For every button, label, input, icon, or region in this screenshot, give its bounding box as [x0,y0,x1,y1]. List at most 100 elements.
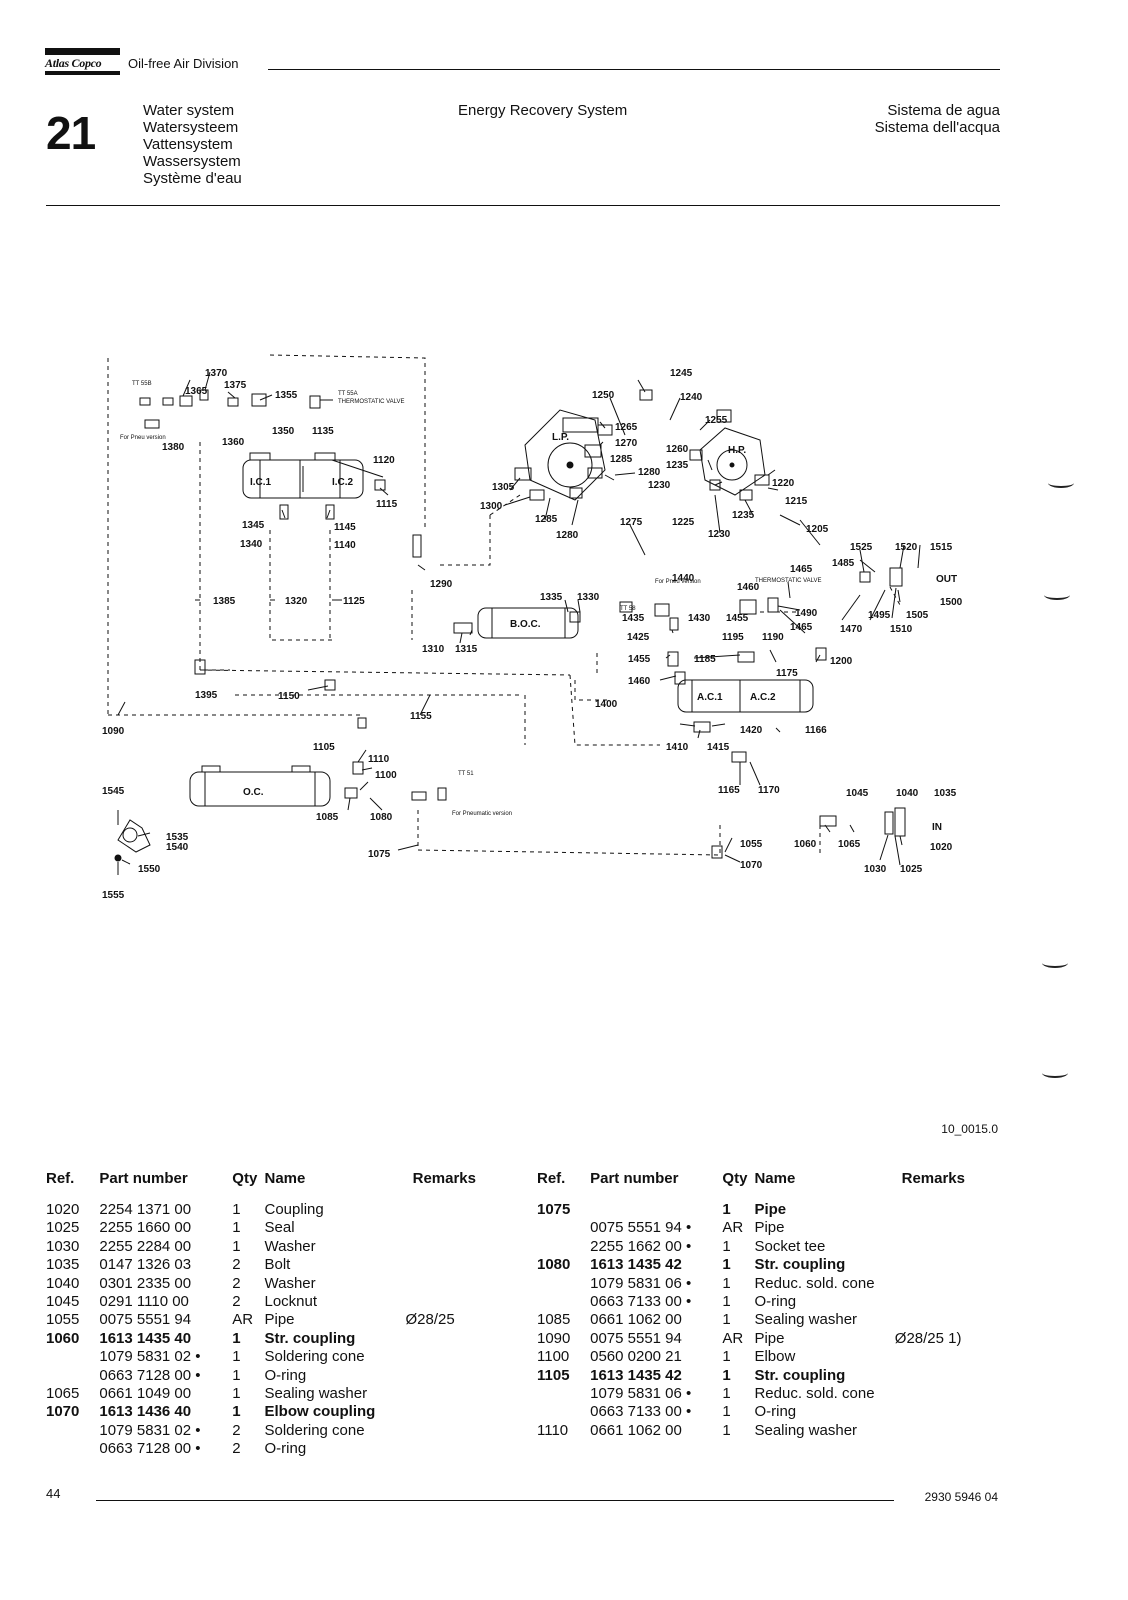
ref-label: 1380 [162,442,185,453]
cell-name: Sealing washer [754,1421,858,1439]
ref-label: 1060 [794,839,817,850]
cell-qty: 2 [232,1421,241,1439]
cell-qty: 1 [722,1348,731,1366]
ref-label: 1235 [732,510,755,521]
table-row: 2255 1662 001Socket tee [537,1238,977,1256]
cell-ref: 1110 [537,1421,569,1439]
ref-label: 1110 [368,754,390,765]
cell-name: Elbow [754,1348,796,1366]
cell-part: 0075 5551 94 [590,1219,722,1237]
ref-label: 1395 [195,690,218,701]
ref-label: 1155 [410,711,432,722]
cell-name: Washer [264,1274,316,1292]
ref-label: 1215 [785,496,808,507]
ref-label: 1040 [896,788,919,799]
page-title: Energy Recovery System [458,102,628,119]
ref-label: 1535 [166,832,189,843]
component-label: A.C.2 [750,692,776,703]
margin-mark [1042,1068,1068,1078]
cell-name: O-ring [754,1293,797,1311]
cell-qty: 1 [722,1403,731,1421]
ref-label: 1305 [492,482,515,493]
ref-label: 1310 [422,644,445,655]
cell-part: 0075 5551 94 [590,1329,682,1347]
component-label: A.C.1 [697,692,723,703]
diagram-note: THERMOSTATIC VALVE [755,578,822,584]
table-row: 1079 5831 061Reduc. sold. cone [537,1275,977,1293]
cell-ref: 1085 [537,1311,571,1329]
diagram-note: TT 55B [132,381,152,387]
ref-label: 1230 [708,529,731,540]
col-header-ref: Ref. [46,1170,75,1187]
ref-label: 1290 [430,579,453,590]
margin-mark [1044,590,1070,600]
logo-bar-bottom [45,71,120,75]
ref-label: 1460 [628,676,651,687]
cell-name: Pipe [754,1329,785,1347]
aftercooler-ac [677,679,814,713]
cell-qty: 1 [232,1366,241,1384]
ref-label: 1465 [790,622,813,633]
ref-label: 1100 [375,770,397,781]
section-title: Sistema dell'acqua [874,119,1000,136]
division-name: Oil-free Air Division [128,56,239,71]
cell-ref: 1025 [46,1219,80,1237]
cell-ref: 1090 [537,1329,571,1347]
cell-remarks [405,1385,476,1403]
cell-qty: 2 [232,1293,241,1311]
ref-label: 1075 [368,849,391,860]
cell-name: Sealing washer [754,1311,858,1329]
cell-ref: 1105 [537,1366,570,1384]
col-header-part-number: Part number [99,1170,188,1187]
component-label: IN [932,822,942,833]
ref-label: 1105 [313,742,335,753]
cell-qty: 1 [722,1293,731,1311]
leader-lines [117,371,921,875]
ref-label: 1125 [343,596,365,607]
cell-remarks [405,1440,476,1458]
cell-name: Elbow coupling [264,1403,376,1421]
cell-remarks [405,1403,476,1421]
document-number: 2930 5946 04 [924,1490,998,1504]
cell-qty: AR [722,1329,744,1347]
brand-logo: Atlas Copco [45,56,102,70]
cell-qty: 1 [722,1421,731,1439]
component-label: I.C.1 [250,477,272,488]
table-row: 0663 7133 001O-ring [537,1403,977,1421]
cell-name: Str. coupling [754,1256,846,1274]
cell-part: 0663 7128 00 [99,1440,232,1458]
col-header-remarks: Remarks [412,1170,476,1187]
ref-label: 1166 [805,725,827,736]
ref-label: 1425 [627,632,650,643]
component-label: H.P. [728,445,746,456]
ref-label: 1360 [222,437,245,448]
ref-label: 1205 [806,524,829,535]
cell-remarks [895,1348,977,1366]
cell-part: 0560 0200 21 [590,1348,682,1366]
cell-name: Bolt [264,1256,291,1274]
ref-label: 1135 [312,426,334,437]
cell-part: 0663 7133 00 [590,1403,722,1421]
cell-part: 0291 1110 00 [99,1293,189,1311]
ref-label: 1550 [138,864,161,875]
cell-part: 1079 5831 02 [99,1348,232,1366]
ref-label: 1500 [940,597,963,608]
cell-qty: 1 [722,1237,731,1255]
ref-label: 1165 [718,785,740,796]
cell-name: Str. coupling [754,1366,846,1384]
oil-cooler-oc [189,765,331,807]
cell-name: Soldering cone [264,1421,365,1439]
cell-ref [537,1293,590,1311]
cell-remarks [895,1367,977,1385]
cell-remarks [895,1275,977,1293]
ref-label: 1510 [890,624,913,635]
cell-ref [46,1367,99,1385]
ref-label: 1070 [740,860,763,871]
section-title: Wassersystem [143,153,241,170]
cell-remarks [895,1385,977,1403]
